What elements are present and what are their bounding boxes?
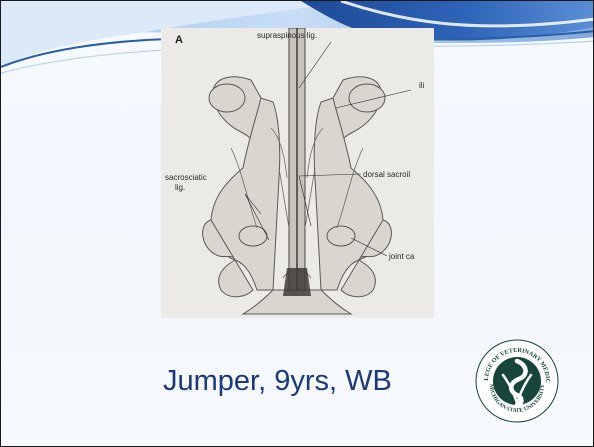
label-dorsal-sacroiliac: dorsal sacroil [363,170,410,179]
pelvis-anatomy-figure: A supraspinous lig. ili sacrosciatic lig… [161,28,434,318]
label-ilium: ili [419,81,424,90]
label-sacrosciatic-line1: sacrosciatic [165,173,207,182]
label-joint-capsule: joint ca [389,252,414,261]
msu-vet-med-logo: COLLEGE OF VETERINARY MEDICINE MICHIGAN … [475,339,559,423]
label-supraspinous: supraspinous lig. [257,31,317,40]
figure-panel-letter: A [175,34,183,46]
label-sacrosciatic-line2: lig. [175,183,185,192]
slide-caption: Jumper, 9yrs, WB [163,365,392,398]
